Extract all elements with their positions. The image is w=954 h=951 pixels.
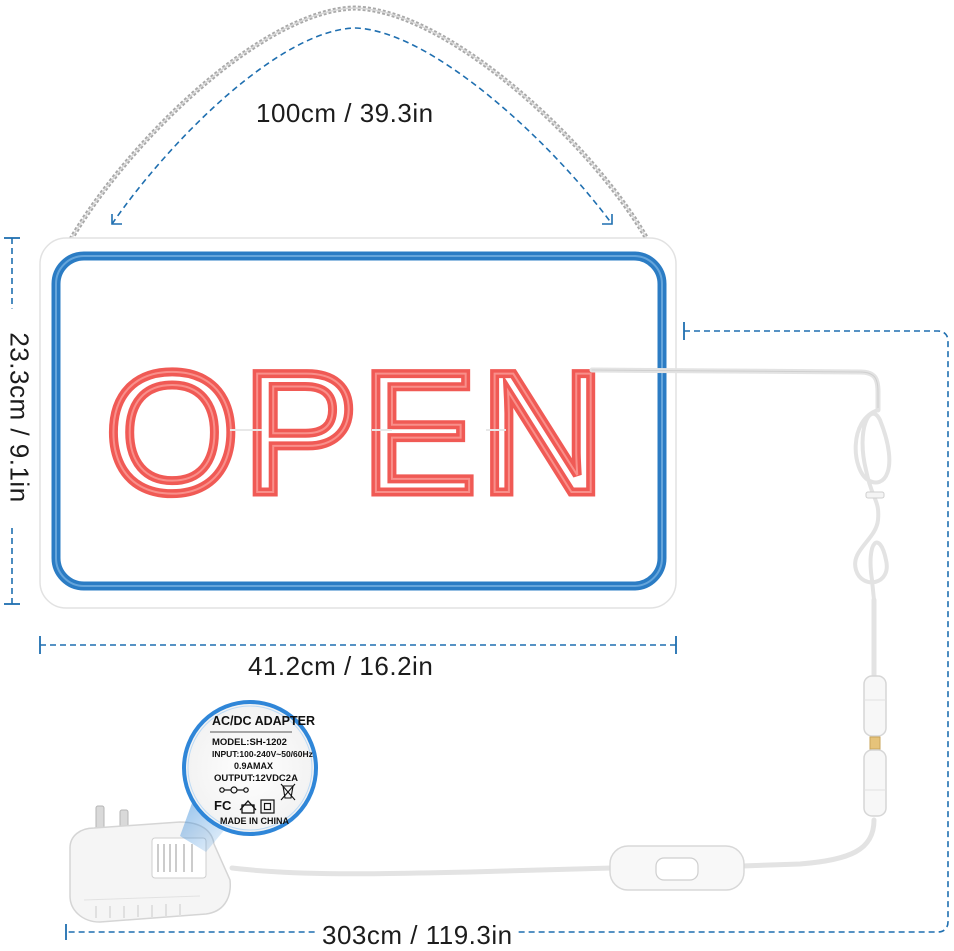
adapter-label-magnifier: FC xyxy=(182,700,318,836)
cable-tie xyxy=(865,491,885,499)
adapter-origin: MADE IN CHINA xyxy=(220,816,289,826)
neon-sign: OPEN OPEN xyxy=(39,237,677,609)
inline-switch[interactable] xyxy=(609,845,745,891)
sign-open-text-highlight: OPEN xyxy=(105,337,608,529)
adapter-input: INPUT:100-240V~50/60Hz xyxy=(212,749,313,759)
double-insulation-icon xyxy=(260,799,275,814)
hanging-chain xyxy=(61,5,657,255)
cable-length-label: 303cm / 119.3in xyxy=(318,920,517,951)
adapter-title: AC/DC ADAPTER xyxy=(212,714,316,728)
chain-length-label: 100cm / 39.3in xyxy=(256,98,434,128)
adapter-output: OUTPUT:12VDC2A xyxy=(214,773,298,784)
polarity-icon xyxy=(219,786,249,794)
sign-width-label: 41.2cm / 16.2in xyxy=(244,651,438,682)
chain-dimension-line xyxy=(111,27,613,225)
cable-dimension-line xyxy=(65,322,949,940)
width-dimension-line xyxy=(39,636,677,654)
indoor-use-icon xyxy=(239,800,257,814)
sign-height-label: 23.3cm / 9.1in xyxy=(3,308,35,527)
switch-rocker xyxy=(655,857,699,881)
fcc-mark-icon: FC xyxy=(214,798,232,813)
dc-connector xyxy=(863,675,887,817)
adapter-current: 0.9AMAX xyxy=(234,761,274,771)
sign-open-text: OPEN xyxy=(105,337,608,529)
sign-backing xyxy=(39,237,677,609)
weee-bin-icon xyxy=(280,783,296,801)
magnifier-beam xyxy=(180,792,236,852)
power-adapter xyxy=(69,805,231,923)
adapter-model: MODEL:SH-1202 xyxy=(212,737,287,748)
